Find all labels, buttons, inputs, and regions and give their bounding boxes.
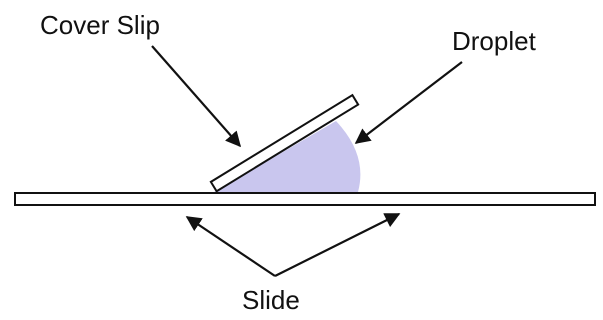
cover-slip-bar xyxy=(209,93,360,193)
slide-bar xyxy=(14,192,596,206)
slide-arrow-left xyxy=(185,216,276,277)
droplet-label: Droplet xyxy=(452,26,537,56)
droplet-arrow xyxy=(354,61,463,144)
slide-label: Slide xyxy=(242,285,300,315)
cover-slip-label: Cover Slip xyxy=(40,10,160,40)
slide-arrow-right xyxy=(274,213,401,277)
cover-slip-arrow xyxy=(151,45,242,148)
droplet-shape xyxy=(214,121,361,192)
